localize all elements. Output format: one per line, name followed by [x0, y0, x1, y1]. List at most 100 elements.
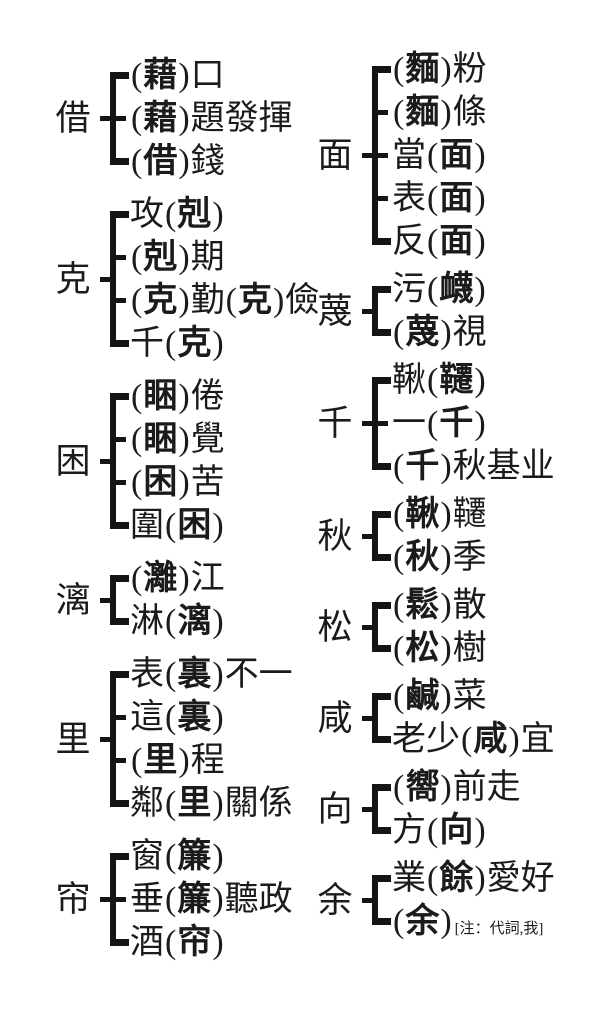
- plain-text-segment: 老少: [392, 720, 460, 758]
- plain-text-segment: 勤: [190, 281, 225, 319]
- simplified-char-label: 借: [55, 99, 91, 138]
- bracket-top-cap: [372, 286, 391, 293]
- open-paren: (: [427, 179, 439, 217]
- example-list: 污(衊)(蔑)視: [392, 268, 487, 354]
- char-group: 余業(餘)愛好(余)[注：代詞,我]: [308, 857, 554, 943]
- plain-text-segment: 窗: [130, 837, 164, 875]
- bracket-top-cap: [110, 671, 129, 678]
- plain-text-segment: 視: [452, 313, 487, 351]
- open-paren: (: [393, 50, 405, 88]
- variant-char: 嚮: [405, 768, 440, 806]
- usage-example: 鞦(韆): [392, 359, 555, 402]
- bracket-bar: [372, 511, 378, 561]
- plain-text-segment: 垂: [130, 880, 164, 918]
- bracket-bottom-cap: [372, 329, 391, 336]
- variant-char: 漓: [177, 602, 212, 640]
- open-paren: (: [131, 420, 143, 458]
- bracket-item-tick: [116, 116, 126, 121]
- simplified-char-label: 帘: [55, 880, 91, 919]
- open-paren: (: [131, 559, 143, 597]
- bracket-item-tick: [116, 897, 126, 902]
- close-paren: ): [508, 720, 520, 758]
- char-group: 松(鬆)散(松)樹: [308, 584, 487, 670]
- char-group: 借(藉)口(藉)題發揮(借)錢: [46, 54, 292, 183]
- usage-example: (困)苦: [130, 461, 225, 504]
- plain-text-segment: 儉: [285, 281, 320, 319]
- simplified-char-label: 困: [55, 441, 91, 481]
- variant-char: 簾: [177, 880, 212, 918]
- close-paren: ): [212, 923, 224, 961]
- variant-char: 千: [405, 447, 440, 485]
- close-paren: ): [474, 859, 486, 897]
- bracket-top-cap: [110, 211, 129, 218]
- variant-char: 灕: [143, 559, 178, 597]
- variant-char: 蔑: [405, 313, 440, 351]
- char-group: 里表(裏)不一這(裏)(里)程鄰(里)關係: [46, 653, 293, 825]
- plain-text-segment: 韆: [452, 495, 487, 533]
- plain-text-segment: 不一: [224, 655, 293, 693]
- example-list: (睏)倦(睏)覺(困)苦圍(困): [130, 375, 225, 547]
- open-paren: (: [131, 238, 143, 276]
- simplified-char-label: 咸: [317, 698, 353, 738]
- bracket-top-cap: [110, 72, 129, 79]
- open-paren: (: [131, 56, 143, 94]
- variant-char: 睏: [143, 377, 178, 415]
- plain-text-segment: 酒: [130, 923, 164, 961]
- open-paren: (: [131, 377, 143, 415]
- close-paren: ): [212, 837, 224, 875]
- variant-char: 鬆: [405, 586, 440, 624]
- variant-char: 鹹: [405, 677, 440, 715]
- open-paren: (: [393, 313, 405, 351]
- usage-example: (灕)江: [130, 557, 225, 600]
- plain-text-segment: 程: [190, 741, 225, 779]
- bracket-item-tick: [116, 255, 126, 260]
- simplified-char-label: 克: [55, 259, 91, 299]
- simplified-char-label: 余: [317, 880, 353, 920]
- usage-example: 反(面): [392, 220, 487, 263]
- variant-char: 松: [405, 629, 440, 667]
- right-column: 面(麵)粉(麵)條當(面)表(面)反(面)蔑污(衊)(蔑)視千鞦(韆)一(千)(…: [308, 0, 600, 1011]
- close-paren: ): [178, 377, 190, 415]
- open-paren: (: [165, 698, 177, 736]
- open-paren: (: [393, 902, 405, 940]
- open-paren: (: [393, 768, 405, 806]
- bracket-label-tick: [100, 897, 110, 902]
- plain-text-segment: 聽政: [224, 880, 293, 918]
- variant-char: 剋: [177, 195, 212, 233]
- close-paren: ): [212, 506, 224, 544]
- open-paren: (: [427, 222, 439, 260]
- close-paren: ): [178, 56, 190, 94]
- close-paren: ): [272, 281, 285, 319]
- bracket-bottom-cap: [110, 939, 129, 946]
- bracket: [100, 835, 130, 964]
- bracket-bottom-cap: [110, 618, 129, 625]
- open-paren: (: [393, 586, 405, 624]
- bracket-item-tick: [378, 421, 388, 426]
- usage-example: 污(衊): [392, 268, 487, 311]
- open-paren: (: [131, 741, 143, 779]
- usage-example: 攻(剋): [130, 193, 319, 236]
- plain-text-segment: 淋: [130, 602, 164, 640]
- usage-example: (里)程: [130, 739, 293, 782]
- plain-text-segment: 季: [452, 538, 487, 576]
- usage-example: (秋)季: [392, 536, 487, 579]
- open-paren: (: [165, 655, 177, 693]
- plain-text-segment: 覺: [190, 420, 225, 458]
- usage-example: (鬆)散: [392, 584, 487, 627]
- bracket-bar: [372, 66, 378, 245]
- close-paren: ): [178, 420, 190, 458]
- simplified-char-label: 面: [317, 136, 353, 175]
- bracket-bottom-cap: [110, 340, 129, 347]
- bracket-bar: [372, 602, 378, 652]
- variant-char: 裏: [177, 698, 212, 736]
- bracket-top-cap: [372, 377, 391, 384]
- bracket-label-tick: [362, 308, 372, 314]
- bracket-label-tick: [362, 715, 372, 721]
- bracket-item-tick: [116, 715, 126, 720]
- close-paren: ): [212, 655, 224, 693]
- close-paren: ): [474, 361, 486, 399]
- plain-text-segment: 這: [130, 698, 164, 736]
- bracket-bar: [110, 853, 116, 946]
- simplified-char-label: 向: [317, 789, 353, 829]
- close-paren: ): [440, 495, 452, 533]
